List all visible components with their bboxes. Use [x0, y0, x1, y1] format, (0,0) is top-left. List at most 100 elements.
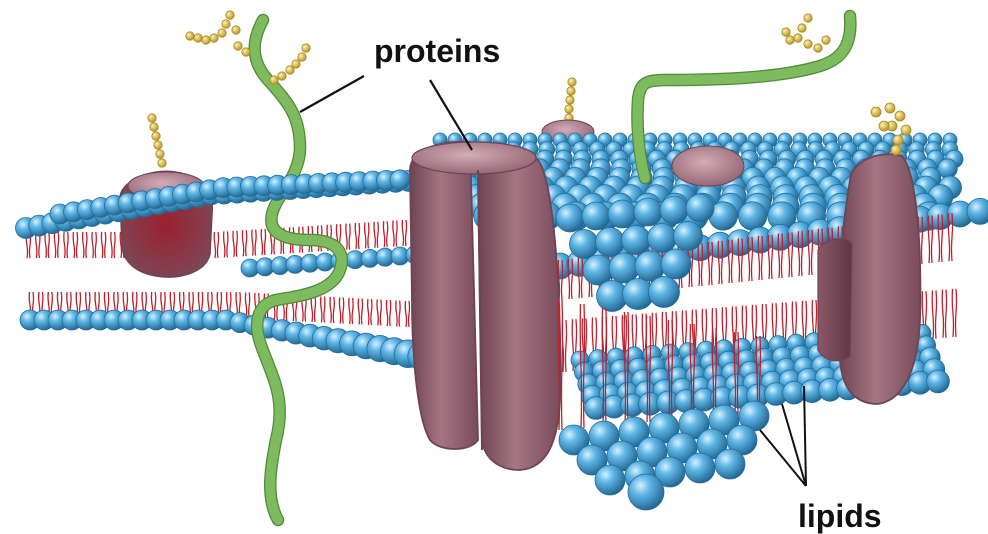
lipid-head-sphere: [628, 474, 664, 510]
lipid-tail: [349, 298, 353, 324]
lipid-head-sphere: [685, 453, 715, 483]
lipids-leader-line: [760, 430, 806, 486]
surface-protein-dome: [672, 146, 744, 186]
lipid-tail: [330, 297, 334, 323]
lipid-head-sphere: [595, 465, 625, 495]
sugar-bead: [822, 36, 830, 44]
sugar-bead: [242, 48, 250, 56]
sugar-bead: [186, 32, 194, 40]
left-lower-lipid-heads: [20, 246, 451, 374]
sugar-bead: [194, 34, 202, 42]
sugar-bead: [154, 141, 162, 149]
lipid-tail: [368, 299, 372, 325]
sugar-bead: [158, 159, 166, 167]
sugar-bead: [565, 105, 573, 113]
lipid-tail: [952, 289, 956, 337]
sugar-bead: [566, 96, 574, 104]
lipid-tail: [73, 232, 77, 258]
sugar-bead: [226, 11, 234, 19]
lipid-tail: [45, 232, 49, 258]
lipid-tail: [224, 231, 228, 257]
lipid-tail: [358, 299, 362, 325]
lipid-tail: [377, 300, 381, 326]
left-upper-lipid-heads: [16, 169, 446, 239]
lipid-head-sphere: [634, 198, 662, 226]
lipid-head-sphere: [674, 222, 703, 251]
lipid-head-sphere: [582, 202, 610, 230]
lipid-head-sphere: [648, 224, 677, 253]
sugar-bead: [278, 72, 286, 80]
channel-protein-left-lobe: [410, 142, 478, 449]
lipid-tail: [402, 220, 406, 246]
sugar-bead: [879, 121, 889, 131]
lipid-tail: [942, 290, 946, 338]
lipid-tail: [396, 301, 400, 327]
lipid-head-sphere: [661, 249, 691, 279]
lipid-tail: [233, 231, 237, 257]
sugar-bead: [871, 107, 881, 117]
lipid-tail: [355, 223, 359, 249]
sugar-bead: [893, 135, 903, 145]
lipid-head-sphere: [608, 200, 636, 228]
sugar-bead: [148, 114, 156, 122]
lipids-leader-line: [782, 404, 806, 486]
sugar-bead: [298, 53, 306, 61]
lipid-head-sphere: [715, 449, 745, 479]
sugar-bead: [814, 44, 822, 52]
lipid-tail: [252, 230, 256, 256]
proteins-leader-line-left: [300, 76, 364, 112]
lipid-tail: [242, 230, 246, 256]
lipid-tail: [365, 222, 369, 248]
sugar-bead: [156, 150, 164, 158]
sugar-bead: [794, 34, 802, 42]
sugar-bead: [270, 76, 278, 84]
lipid-tail: [92, 232, 96, 258]
channel-protein-right-lobe: [478, 152, 560, 470]
lipid-tail: [311, 296, 315, 322]
lipid-head-sphere: [649, 277, 680, 308]
lipid-tail: [54, 232, 58, 258]
lipid-head-sphere: [390, 170, 410, 190]
sugar-bead: [202, 36, 210, 44]
lipid-tail: [346, 224, 350, 250]
sugar-bead: [302, 44, 310, 52]
sugar-bead: [782, 28, 790, 36]
lipid-head-sphere: [622, 226, 651, 255]
lipid-tail: [214, 232, 218, 258]
proteins-label: proteins: [374, 33, 500, 69]
lipid-head-sphere: [570, 230, 599, 259]
lipid-tail: [64, 232, 68, 258]
lipid-tail: [111, 232, 115, 258]
lipid-head-sphere: [738, 202, 766, 230]
sugar-bead: [798, 24, 806, 32]
sugar-bead: [218, 29, 226, 37]
sugar-bead: [804, 40, 812, 48]
lipid-tail: [261, 229, 265, 255]
sugar-bead: [286, 66, 294, 74]
lipid-tail: [393, 221, 397, 247]
lipid-head-sphere: [556, 204, 584, 232]
sugar-bead: [786, 36, 794, 44]
sugar-bead: [568, 78, 576, 86]
sugar-bead: [885, 103, 895, 113]
sugar-bead: [567, 87, 575, 95]
sugar-bead: [152, 132, 160, 140]
sugar-bead: [804, 14, 812, 22]
lipid-head-sphere: [686, 194, 714, 222]
sugar-bead: [222, 20, 230, 28]
lipid-head-sphere: [927, 370, 950, 393]
lipids-label: lipids: [798, 498, 882, 534]
lipid-tail: [321, 297, 325, 323]
sugar-bead: [234, 42, 242, 50]
lipid-tail: [83, 232, 87, 258]
channel-protein-top: [412, 142, 536, 174]
lipid-tail: [101, 232, 105, 258]
sugar-bead: [150, 123, 158, 131]
lipid-head-sphere: [660, 196, 688, 224]
sugar-bead: [895, 111, 905, 121]
lipid-tail: [932, 290, 936, 338]
lipid-tail: [405, 301, 409, 327]
sugar-bead: [210, 34, 218, 42]
lipid-tail: [339, 298, 343, 324]
